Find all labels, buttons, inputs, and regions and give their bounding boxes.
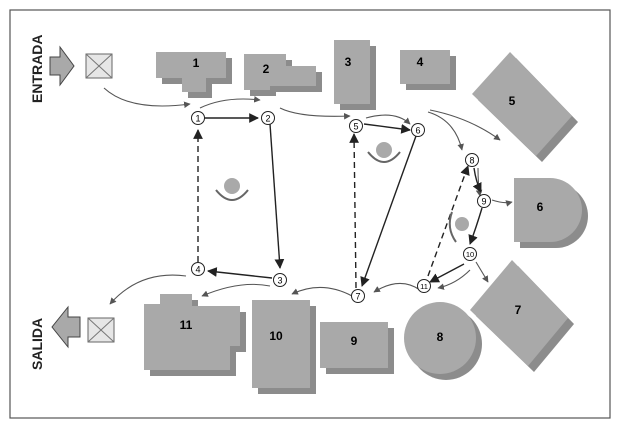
solid-arrow bbox=[207, 267, 273, 279]
operator-icon-right bbox=[448, 211, 469, 243]
node-7: 7 bbox=[351, 289, 365, 303]
station-9: 9 bbox=[320, 322, 394, 374]
node-label: 3 bbox=[277, 276, 282, 286]
node-label: 11 bbox=[420, 282, 428, 291]
diagram-border bbox=[9, 9, 611, 419]
station-8: 8 bbox=[404, 302, 482, 380]
station-label: 4 bbox=[417, 55, 424, 69]
entrance-arrow-icon bbox=[49, 45, 75, 87]
station-label: 11 bbox=[180, 318, 193, 332]
exit-arrow-icon bbox=[51, 305, 81, 349]
node-label: 1 bbox=[195, 114, 200, 124]
station-1: 1 bbox=[156, 52, 232, 98]
flow-curve bbox=[427, 111, 464, 151]
flow-curve bbox=[109, 274, 187, 305]
node-label: 2 bbox=[265, 114, 270, 124]
node-3: 3 bbox=[273, 273, 287, 287]
node-label: 4 bbox=[195, 265, 200, 275]
node-label: 5 bbox=[353, 122, 358, 132]
flow-curve bbox=[365, 114, 411, 125]
station-3: 3 bbox=[334, 40, 376, 110]
exit-box-icon bbox=[87, 317, 115, 343]
solid-arrow bbox=[360, 135, 417, 287]
solid-arrow bbox=[363, 123, 411, 134]
operator-icon-left bbox=[215, 178, 249, 201]
flow-curve bbox=[199, 96, 261, 109]
station-label: 5 bbox=[509, 94, 516, 108]
dashed-arrow bbox=[349, 133, 360, 289]
station-10: 10 bbox=[252, 300, 316, 394]
flow-curve bbox=[279, 107, 351, 120]
flow-curve bbox=[429, 109, 501, 141]
entrance-box-icon bbox=[85, 53, 113, 79]
node-label: 10 bbox=[466, 250, 474, 259]
entrance-area: ENTRADA bbox=[29, 35, 113, 103]
flow-curve bbox=[491, 199, 513, 207]
flow-curve bbox=[437, 269, 471, 290]
flow-curve bbox=[201, 283, 271, 297]
node-6: 6 bbox=[411, 123, 425, 137]
node-11: 11 bbox=[417, 279, 431, 293]
node-label: 8 bbox=[469, 156, 474, 166]
node-2: 2 bbox=[261, 111, 275, 125]
station-label: 3 bbox=[345, 55, 352, 69]
node-1: 1 bbox=[191, 111, 205, 125]
station-6: 6 bbox=[514, 178, 588, 248]
node-5: 5 bbox=[349, 119, 363, 133]
solid-arrow bbox=[468, 207, 483, 245]
node-9: 9 bbox=[477, 194, 491, 208]
solid-arrow bbox=[429, 263, 465, 283]
solid-arrow bbox=[269, 123, 285, 269]
flow-curve bbox=[291, 286, 353, 297]
station-label: 2 bbox=[263, 62, 270, 76]
operator-paths bbox=[193, 113, 483, 289]
station-label: 1 bbox=[193, 56, 200, 70]
node-4: 4 bbox=[191, 262, 205, 276]
flow-curve bbox=[475, 261, 489, 283]
station-4: 4 bbox=[400, 50, 456, 90]
solid-arrow bbox=[472, 167, 482, 193]
node-label: 6 bbox=[415, 126, 420, 136]
node-label: 9 bbox=[481, 197, 486, 207]
exit-area: SALIDA bbox=[29, 305, 115, 370]
station-label: 8 bbox=[437, 330, 444, 344]
station-label: 9 bbox=[351, 334, 358, 348]
station-5: 5 bbox=[472, 52, 578, 162]
node-label: 7 bbox=[355, 292, 360, 302]
entrance-label: ENTRADA bbox=[29, 35, 45, 103]
station-label: 10 bbox=[269, 329, 283, 343]
node-8: 8 bbox=[465, 153, 479, 167]
station-label: 7 bbox=[515, 303, 522, 317]
flow-curve bbox=[475, 167, 483, 197]
exit-label: SALIDA bbox=[29, 318, 45, 370]
station-2: 2 bbox=[244, 54, 322, 96]
flow-curve bbox=[103, 87, 191, 109]
node-10: 10 bbox=[463, 247, 477, 261]
station-11: 11 bbox=[144, 294, 246, 376]
operator-icon-middle bbox=[367, 142, 401, 163]
station-label: 6 bbox=[537, 200, 544, 214]
station-7: 7 bbox=[470, 260, 574, 372]
flow-curve bbox=[373, 282, 421, 293]
